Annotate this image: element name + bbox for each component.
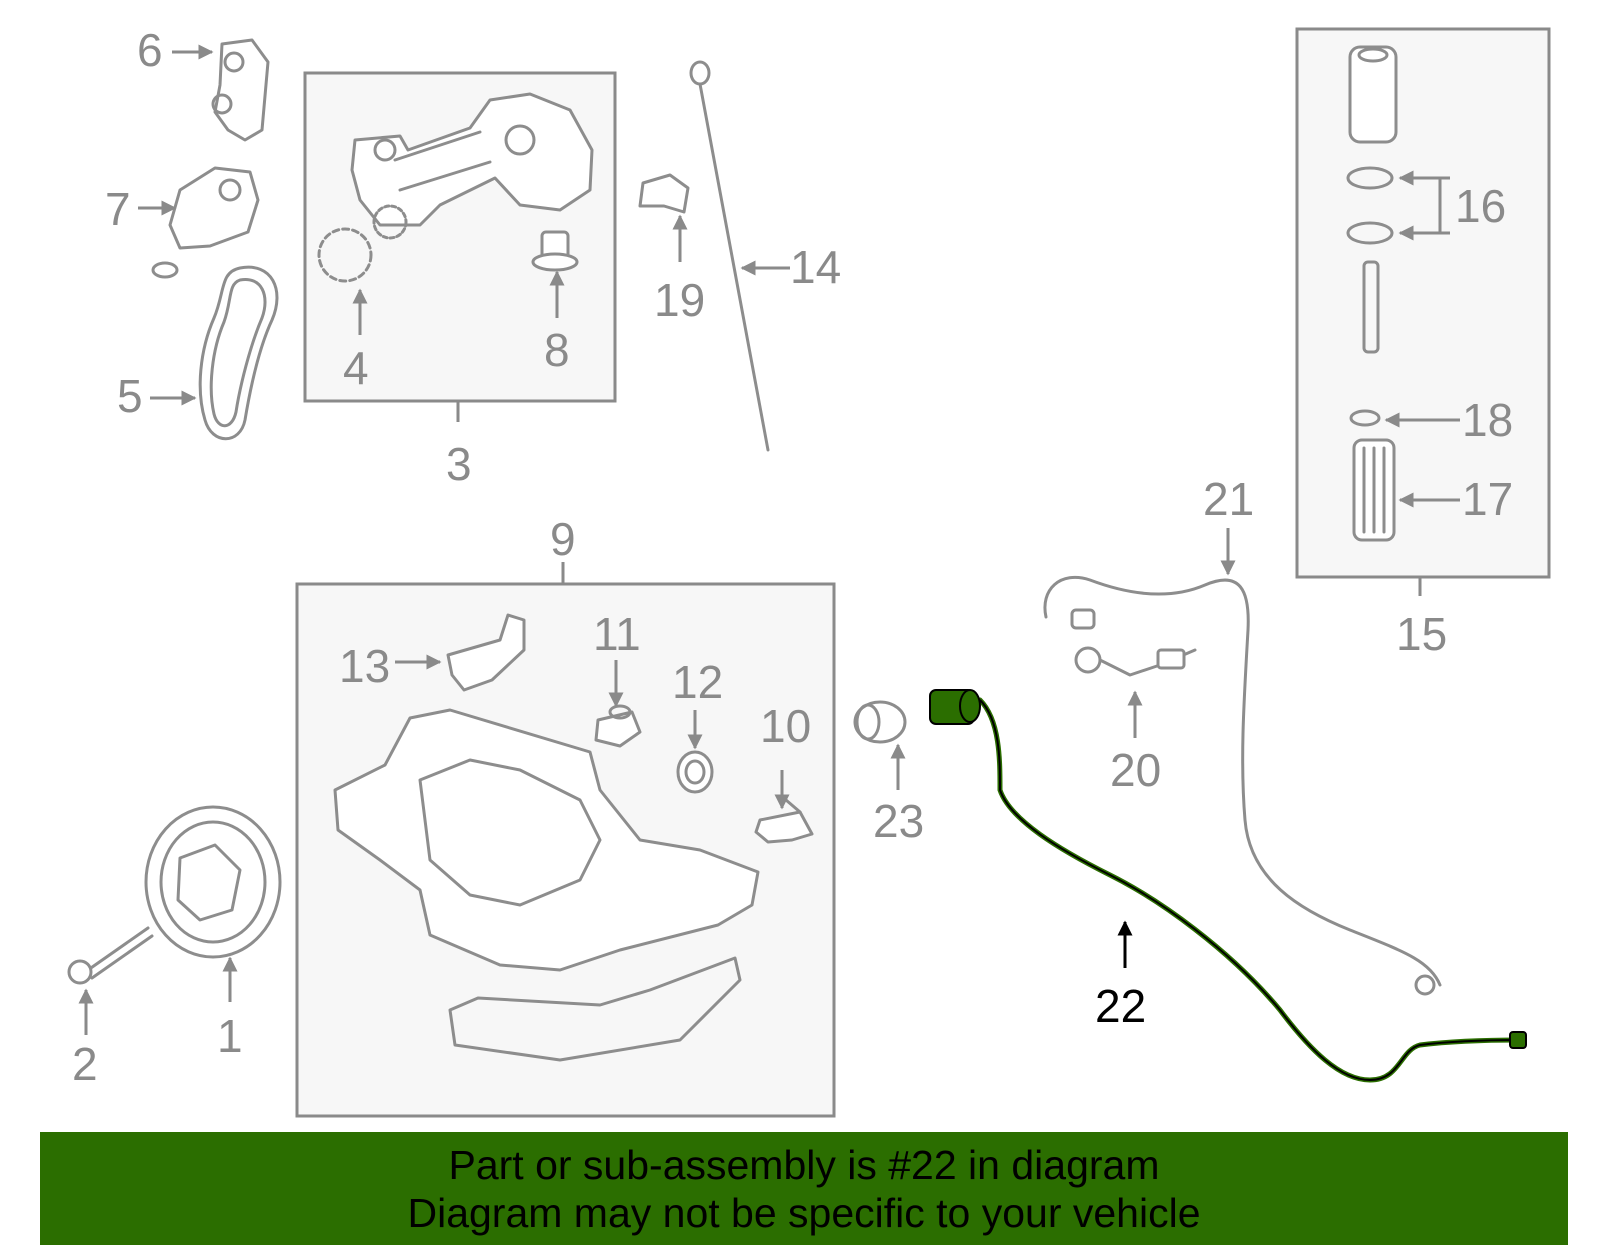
leader-lines <box>78 44 1460 1035</box>
parts-diagram: 6 7 5 4 8 3 19 14 9 13 11 12 10 23 20 21… <box>67 24 1551 1118</box>
callout-15: 15 <box>1396 608 1447 660</box>
callout-13: 13 <box>339 640 390 692</box>
part-4-gear <box>317 204 408 283</box>
callout-5: 5 <box>117 370 143 422</box>
callout-21: 21 <box>1203 473 1254 525</box>
group-box-15 <box>1295 27 1551 579</box>
callout-9: 9 <box>550 513 576 565</box>
callout-10: 10 <box>760 700 811 752</box>
part-14-dipstick <box>689 60 770 452</box>
callout-7: 7 <box>105 183 131 235</box>
callout-22: 22 <box>1095 980 1146 1032</box>
part-7-cover <box>151 166 260 279</box>
part-22-harness-highlighted <box>929 689 1527 1083</box>
part-6-bracket <box>211 38 270 142</box>
part-20-sensor <box>1074 646 1197 677</box>
callout-6: 6 <box>137 24 163 76</box>
part-11-plug <box>594 704 642 748</box>
callout-20: 20 <box>1110 744 1161 796</box>
callout-2: 2 <box>72 1038 98 1090</box>
info-banner: Part or sub-assembly is #22 in diagram D… <box>40 1132 1568 1245</box>
part-9-oil-pan <box>333 708 760 1062</box>
part-13-baffle <box>446 613 526 692</box>
part-15-filter-housing <box>1346 45 1398 542</box>
banner-line-2: Diagram may not be specific to your vehi… <box>407 1189 1201 1236</box>
callout-19: 19 <box>654 274 705 326</box>
part-2-bolt <box>67 926 154 985</box>
part-5-belt <box>198 265 279 441</box>
part-23-grommet <box>853 700 907 744</box>
callout-3: 3 <box>446 438 472 490</box>
callout-1: 1 <box>217 1010 243 1062</box>
part-12-seal <box>676 750 714 794</box>
callout-18: 18 <box>1462 394 1513 446</box>
callout-14: 14 <box>790 241 841 293</box>
part-10-sensor <box>754 798 814 844</box>
part-21-harness <box>1043 575 1442 996</box>
part-1-pulley <box>144 805 282 959</box>
callout-16: 16 <box>1455 180 1506 232</box>
callout-17: 17 <box>1462 473 1513 525</box>
banner-line-1: Part or sub-assembly is #22 in diagram <box>448 1141 1160 1188</box>
callout-8: 8 <box>544 324 570 376</box>
callout-4: 4 <box>343 342 369 394</box>
part-19-clip <box>638 173 690 214</box>
part-8-plug <box>531 230 579 272</box>
part-3-oil-pump <box>350 92 594 227</box>
callout-12: 12 <box>672 656 723 708</box>
callout-11: 11 <box>593 608 641 660</box>
callout-23: 23 <box>873 795 924 847</box>
